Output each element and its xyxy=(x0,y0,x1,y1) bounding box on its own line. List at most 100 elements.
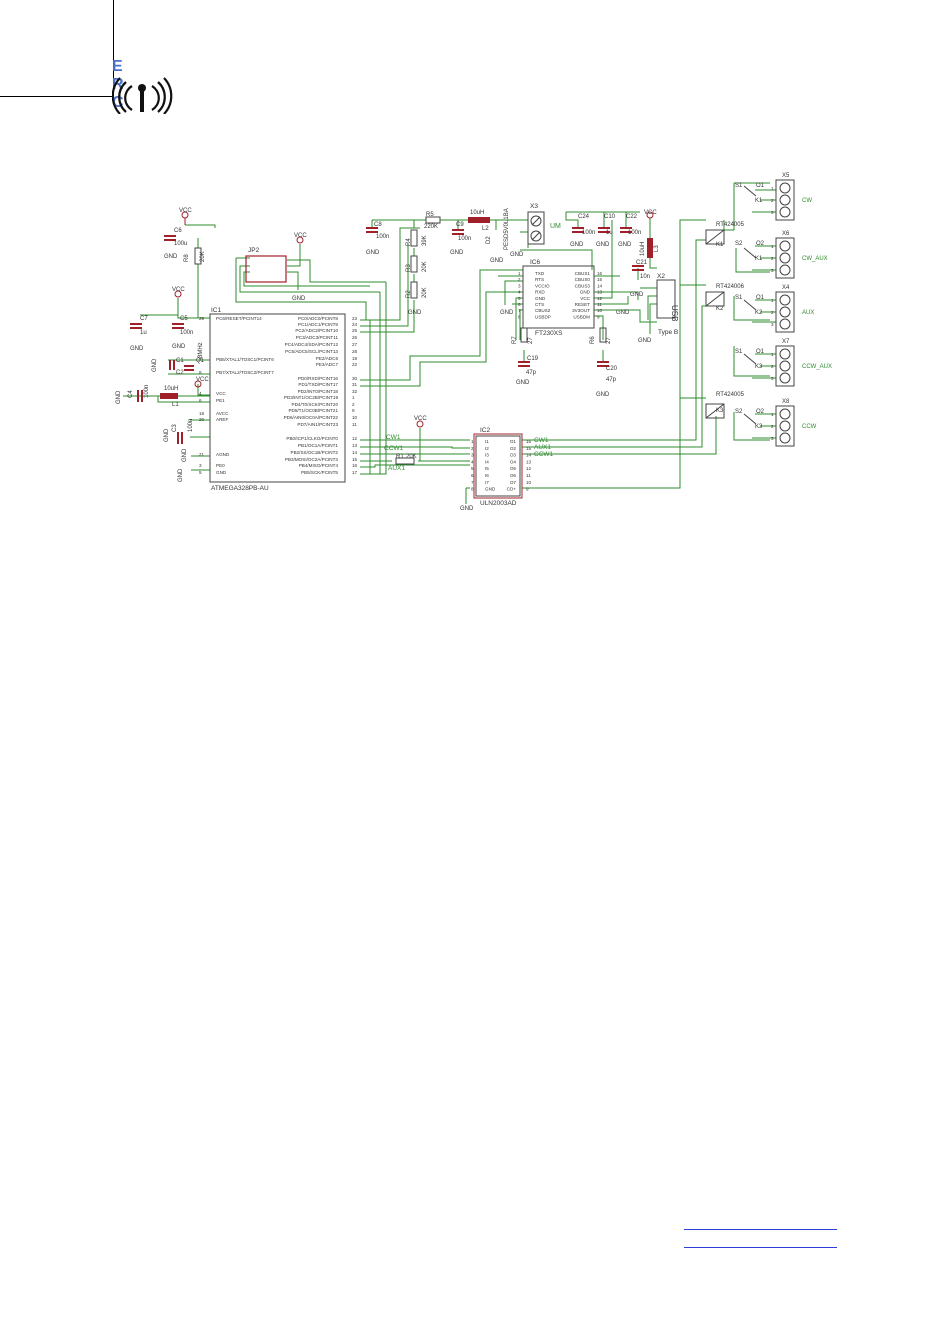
svg-text:ULN2003AD: ULN2003AD xyxy=(480,500,517,507)
terminal-ref: X8 xyxy=(782,399,790,405)
ic1-pin-name: PB1/OC1A/PCINT1 xyxy=(298,443,339,448)
svg-text:C4: C4 xyxy=(128,390,134,398)
svg-text:GND: GND xyxy=(630,292,644,298)
footer-link-underline-1[interactable] xyxy=(684,1229,837,1230)
ic2-pin-number: 5 xyxy=(471,466,474,471)
ic1-pin-number: 19 xyxy=(352,356,358,361)
ic1-pin-name: PB4/MISO/PCINT4 xyxy=(299,463,339,468)
svg-text:L3: L3 xyxy=(654,245,660,252)
ic1-pin-name: PC6/RESET/PCINT14 xyxy=(216,316,262,321)
ic1-pin-name: PC3/ADC3/PCINT11 xyxy=(296,335,339,340)
ic1-pin-number: 9 xyxy=(352,408,355,413)
footer-link-underline-2[interactable] xyxy=(684,1247,837,1248)
svg-text:C8: C8 xyxy=(374,222,382,228)
ic6-pin-name: TXD xyxy=(535,271,545,276)
svg-text:GND: GND xyxy=(638,338,652,344)
ic6-pin-number: 12 xyxy=(597,296,603,301)
ic1-pin-number: 15 xyxy=(352,457,358,462)
ic1-pin-name: PB2/SS/OC1B/PCINT2 xyxy=(291,450,339,455)
logo-text: E R C xyxy=(112,58,139,111)
svg-text:GND: GND xyxy=(408,310,422,316)
terminal-net-label: CCW_AUX xyxy=(802,364,832,370)
ic1-pin-number: 22 xyxy=(352,362,358,367)
ic2-pin-number: 12 xyxy=(526,466,532,471)
ic1-pin-number: 27 xyxy=(352,342,358,347)
ic1-pin-name: PE3/ADC7 xyxy=(316,362,339,367)
ic6-pin-name: VCCIO xyxy=(535,283,550,288)
contact-label: O2 xyxy=(756,241,765,247)
ic1-pin-name: PE0 xyxy=(216,463,225,468)
ic6-pin-name: GND xyxy=(580,290,591,295)
terminal-ref: X6 xyxy=(782,231,790,237)
terminal-pin-number: 1 xyxy=(771,412,774,417)
ic2-pin-name: I5 xyxy=(485,466,489,471)
svg-text:100n: 100n xyxy=(376,234,389,240)
ic2-pin-name: O2 xyxy=(510,446,517,451)
ic1-pin-number: 11 xyxy=(352,422,357,427)
ic1-pin-number: 13 xyxy=(352,443,358,448)
svg-text:VCC: VCC xyxy=(196,377,209,383)
contact-label: O1 xyxy=(756,183,765,189)
ic1-pin-number: 21 xyxy=(199,452,205,457)
svg-text:VCC: VCC xyxy=(644,210,657,216)
svg-text:C2: C2 xyxy=(176,370,184,376)
svg-text:10n: 10n xyxy=(640,274,650,280)
ic-bodies xyxy=(209,265,676,497)
svg-text:GND: GND xyxy=(116,390,122,404)
corner-frame-horizontal xyxy=(0,96,114,97)
ic2-pin-name: O1 xyxy=(510,439,517,444)
svg-text:C19: C19 xyxy=(527,356,539,362)
svg-text:20K: 20K xyxy=(422,261,428,272)
ic1-pin-name: PD1/TXD/PCINT17 xyxy=(298,382,338,387)
ic1-pin-number: 16 xyxy=(352,463,358,468)
ic6-pin-name: GND xyxy=(535,296,546,301)
svg-text:L2: L2 xyxy=(482,226,489,232)
terminal-pin-number: 3 xyxy=(771,322,774,327)
svg-text:R8: R8 xyxy=(184,254,190,262)
svg-text:R5: R5 xyxy=(426,212,434,218)
svg-text:GND: GND xyxy=(450,250,464,256)
ic1-pin-name: AVCC xyxy=(216,411,229,416)
net-labels: CW1 CCW1 AUX1 CW1 AUX1 CCW1 xyxy=(384,434,554,472)
ic6-pin-name: CBUS2 xyxy=(535,308,551,313)
terminal-net-label: AUX xyxy=(802,310,814,316)
ic1-pin-name: VCC xyxy=(216,391,226,396)
ic6-pin-number: 13 xyxy=(597,290,603,295)
svg-text:20K: 20K xyxy=(200,251,206,262)
terminal-ref: X5 xyxy=(782,173,790,179)
svg-text:VCC: VCC xyxy=(294,233,307,239)
svg-text:IC2: IC2 xyxy=(480,427,491,434)
ic6-pin-number: 4 xyxy=(518,290,521,295)
inductor-l1 xyxy=(160,393,178,399)
relay-ref: K3 xyxy=(716,408,724,414)
terminal-pin-number: 1 xyxy=(771,244,774,249)
svg-text:ATMEGA328PB-AU: ATMEGA328PB-AU xyxy=(211,485,269,492)
ic2-pin-name: CD+ xyxy=(507,487,517,492)
svg-text:100n: 100n xyxy=(582,230,595,236)
terminal-ref: X4 xyxy=(782,285,790,291)
svg-text:CCW1: CCW1 xyxy=(384,445,404,452)
ic6-pin-number: 15 xyxy=(597,277,603,282)
ic1-pin-name: PD6/AIN0/OC0A/PCINT22 xyxy=(284,415,339,420)
svg-text:C10: C10 xyxy=(604,214,616,220)
svg-text:R3: R3 xyxy=(406,264,412,272)
ic1-pin-name: PD3/INT1/OC2B/PCINT19 xyxy=(284,395,339,400)
ic6-pin-number: 8 xyxy=(518,314,521,319)
ic1-body xyxy=(209,313,346,483)
svg-text:10uH: 10uH xyxy=(640,242,646,256)
ic6-pin-number: 9 xyxy=(597,314,600,319)
ic1-pin-number: 18 xyxy=(199,411,205,416)
svg-text:GND: GND xyxy=(570,242,584,248)
ic2-pin-number: 4 xyxy=(471,459,474,464)
relay-contact-label: K2 xyxy=(755,310,763,316)
terminal-blocks xyxy=(775,179,795,447)
svg-text:CW1: CW1 xyxy=(386,434,401,441)
svg-text:C22: C22 xyxy=(626,214,638,220)
svg-text:C3: C3 xyxy=(172,424,178,432)
antenna-icon xyxy=(112,77,173,114)
ic2-pin-number: 10 xyxy=(526,480,532,485)
svg-text:R4: R4 xyxy=(406,238,412,246)
ic6-pin-number: 16 xyxy=(597,271,603,276)
ic1-pin-number: 31 xyxy=(352,382,358,387)
